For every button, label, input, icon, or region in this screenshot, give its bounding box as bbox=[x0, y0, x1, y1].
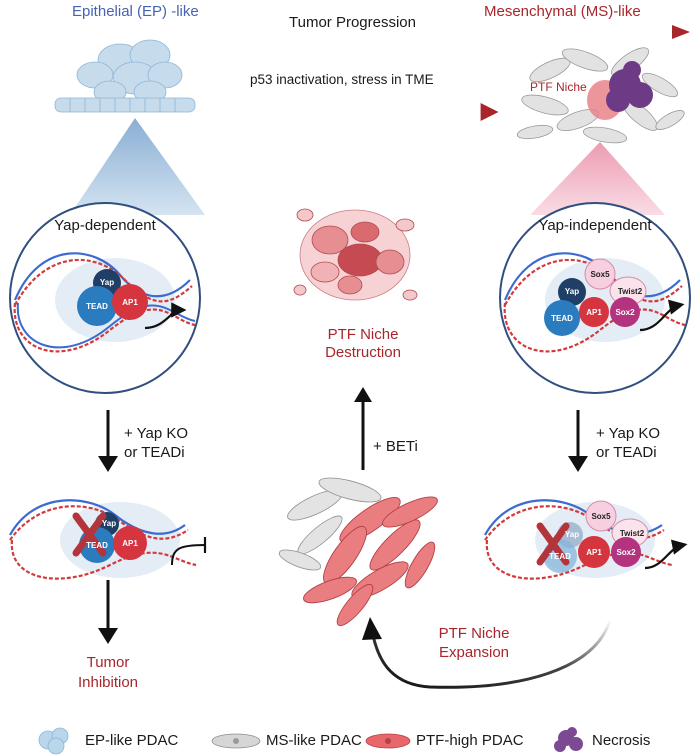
right-yap-label: Yap bbox=[564, 287, 580, 296]
right-treatment-line1: + Yap KO bbox=[596, 425, 661, 442]
right-tead-label: TEAD bbox=[551, 314, 573, 323]
necrosis-region bbox=[606, 61, 653, 112]
right-bottom-ap1-label: AP1 bbox=[586, 548, 602, 557]
right-activation-arrow bbox=[639, 299, 685, 332]
right-bottom-yap-label: Yap bbox=[564, 530, 580, 539]
left-tead-blob bbox=[77, 286, 117, 326]
ep-epithelium-illustration bbox=[54, 39, 196, 113]
right-bottom-sox2-label: Sox2 bbox=[616, 548, 636, 557]
beti-arrowhead bbox=[354, 387, 372, 402]
right-tead-blob bbox=[544, 300, 580, 336]
left-ap1-blob bbox=[112, 284, 148, 320]
legend-ep-label: EP-like PDAC bbox=[85, 732, 179, 749]
left-bottom-ap1-blob bbox=[113, 526, 147, 560]
left-bottom-dna-strand bbox=[9, 499, 186, 536]
necrosis-icon bbox=[554, 727, 583, 752]
left-bottom-ap1-label: AP1 bbox=[122, 539, 138, 548]
right-ap1-label: AP1 bbox=[586, 308, 602, 317]
left-treatment-line1: + Yap KO bbox=[124, 425, 189, 442]
expansion-label-line1: PTF Niche bbox=[438, 625, 510, 642]
right-bottom-tead-label: TEAD bbox=[549, 552, 571, 561]
left-treatment-line2: or TEADi bbox=[124, 444, 185, 461]
left-tead-label: TEAD bbox=[86, 302, 108, 311]
tumor-inhibition-line2: Inhibition bbox=[77, 674, 139, 691]
right-bottom-ap1-blob bbox=[578, 536, 610, 568]
right-sox5-blob bbox=[584, 258, 616, 290]
right-sox5-label: Sox5 bbox=[590, 270, 610, 279]
right-bottom-sox2-blob bbox=[611, 537, 641, 567]
right-bottom-twist2-label: Twist2 bbox=[619, 529, 645, 538]
expansion-curve bbox=[370, 619, 612, 689]
left-bottom-repression-line bbox=[171, 544, 206, 566]
left-treatment-arrowhead bbox=[98, 456, 118, 472]
expansion-label-line2: Expansion bbox=[438, 644, 510, 661]
right-sox2-blob bbox=[610, 297, 640, 327]
destruction-label-line2: Destruction bbox=[325, 344, 401, 361]
left-bottom-knockout-cross bbox=[72, 512, 107, 557]
ptf-cell-icon-nucleus bbox=[385, 738, 391, 744]
expansion-arrowhead bbox=[362, 617, 382, 640]
right-bottom-sox5-label: Sox5 bbox=[591, 512, 611, 521]
left-dna-strand-red bbox=[14, 258, 193, 306]
right-treatment-arrowhead bbox=[568, 456, 588, 472]
right-bottom-knockout-cross bbox=[536, 522, 570, 566]
left-yap-label: Yap bbox=[99, 278, 115, 287]
ms-header-arrowhead bbox=[672, 25, 690, 39]
right-bottom-activation-arrow bbox=[644, 539, 688, 570]
legend-necrosis-label: Necrosis bbox=[592, 732, 651, 749]
destroyed-ptf-niche-illustration bbox=[293, 208, 418, 301]
left-bottom-tead-label: TEAD bbox=[86, 541, 108, 550]
right-ap1-blob bbox=[579, 297, 609, 327]
left-bottom-yap-label: Yap bbox=[101, 519, 117, 528]
legend-ms-label: MS-like PDAC bbox=[266, 732, 362, 749]
right-sox2-label: Sox2 bbox=[615, 308, 635, 317]
yap-dependent-title: Yap-dependent bbox=[54, 217, 156, 234]
destruction-label-line1: PTF Niche bbox=[327, 326, 399, 343]
progression-label: p53 inactivation, stress in TME bbox=[250, 72, 434, 87]
ptf-high-cell-cluster bbox=[278, 477, 438, 627]
ms-like-title: Mesenchymal (MS)-like bbox=[484, 3, 641, 20]
left-ap1-label: AP1 bbox=[122, 298, 138, 307]
left-activation-arrow bbox=[144, 302, 187, 330]
right-twist2-label: Twist2 bbox=[617, 287, 643, 296]
ms-zoom-cone bbox=[530, 142, 665, 215]
ep-zoom-cone bbox=[70, 118, 205, 215]
right-bottom-sox5-blob bbox=[585, 500, 617, 532]
ep-like-title: Epithelial (EP) -like bbox=[72, 3, 199, 20]
beti-label: + BETi bbox=[373, 438, 418, 455]
ms-cell-icon-nucleus bbox=[233, 738, 239, 744]
tumor-progression-title: Tumor Progression bbox=[289, 14, 416, 31]
right-treatment-line2: or TEADi bbox=[596, 444, 657, 461]
legend-ptf-label: PTF-high PDAC bbox=[416, 732, 524, 749]
inhibition-arrowhead bbox=[98, 628, 118, 644]
ep-cell-icon bbox=[38, 727, 69, 755]
yap-independent-title: Yap-independent bbox=[538, 217, 652, 234]
right-yap-blob bbox=[558, 278, 586, 306]
ptf-niche-tag: PTF Niche bbox=[530, 80, 587, 94]
ep-epithelium-cell-lines bbox=[69, 98, 176, 112]
tumor-inhibition-line1: Tumor bbox=[86, 654, 130, 671]
